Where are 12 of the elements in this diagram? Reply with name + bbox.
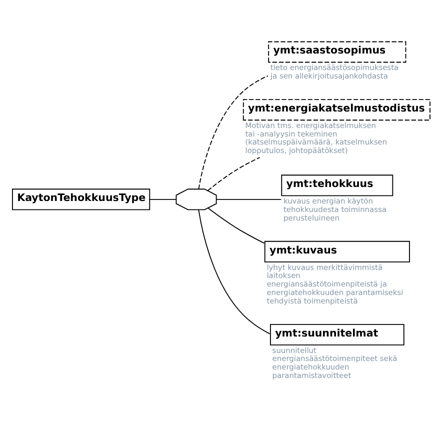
node-octagon xyxy=(176,188,217,210)
connector xyxy=(207,157,260,192)
connector xyxy=(198,75,268,190)
node-label: Motivan tms. energiakatselmuksen tai -analyysin tekeminen (katselmuspäivämäärä, katselmuksen lopputulos, johtopäätökset) xyxy=(245,120,388,156)
node-label: lyhyt kuvaus merkittävimmistä laitoksen energiansäästötoimenpiteistä ja energiatehokkuuden parantamiseksi tehdyistä toimenpiteistä xyxy=(266,262,404,306)
node-label: kuvaus energian käytön tehokkuudesta toiminnassa perusteluineen xyxy=(284,196,386,222)
node-label: suunnitellut energiansäästötoimenpiteet sekä energiatehokkuuden parantamistavoitteet xyxy=(272,346,398,380)
connector xyxy=(198,209,270,334)
node-label: tieto energiansäästösopimuksesta ja sen allekirjoitusajankohdasta xyxy=(270,63,399,80)
connector xyxy=(148,198,176,200)
connector xyxy=(216,198,282,200)
connector xyxy=(208,208,265,244)
